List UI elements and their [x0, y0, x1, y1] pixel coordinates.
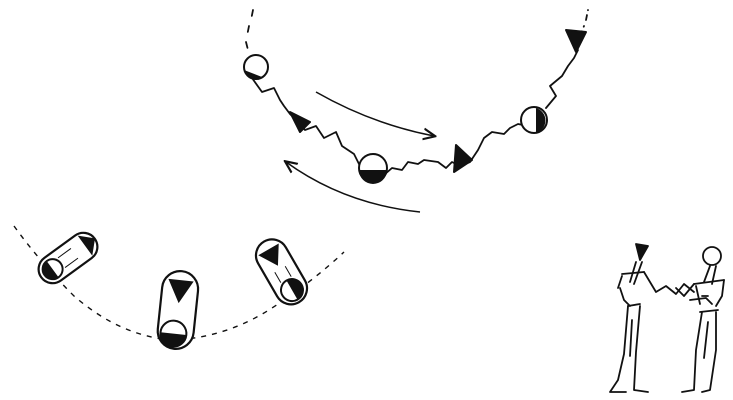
arrow-right [316, 92, 434, 136]
circle-figure [521, 107, 547, 133]
stick-figure-right [676, 247, 724, 392]
triangle-figure [566, 30, 586, 52]
capsule-figure [156, 269, 200, 350]
capsule-figure [33, 227, 103, 288]
chain-start-dashes [246, 10, 253, 50]
figure-chain [246, 10, 588, 175]
circle-figure [359, 154, 387, 184]
capsule-figure [250, 234, 313, 311]
stick-figure-left [610, 244, 694, 392]
triangle-figure [454, 145, 472, 172]
circle-figure [244, 55, 268, 79]
